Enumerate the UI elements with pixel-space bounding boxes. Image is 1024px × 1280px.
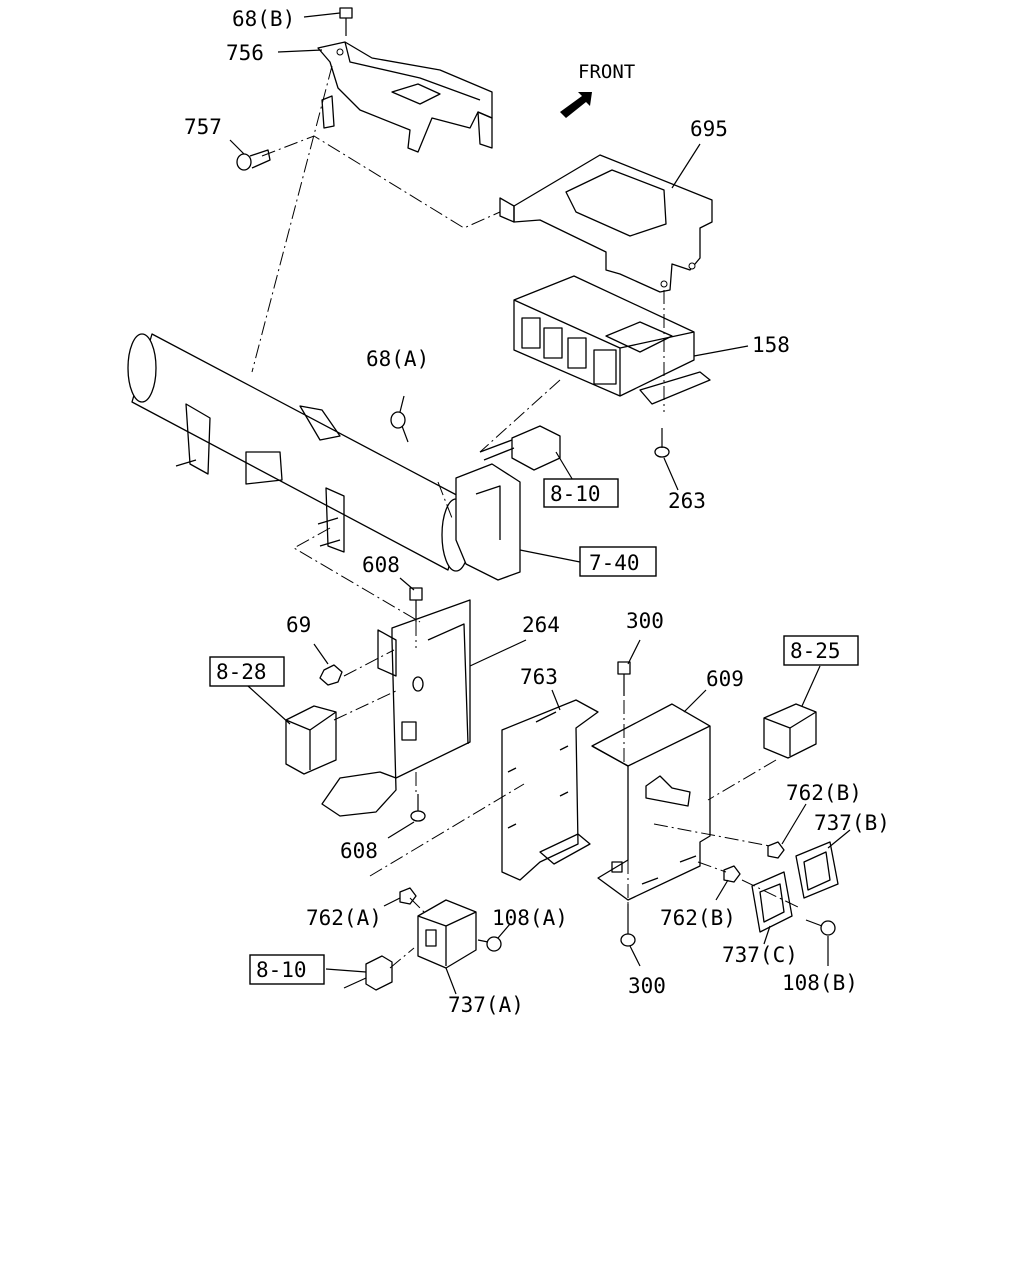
callout-763: 763 bbox=[520, 665, 558, 689]
relay-unit bbox=[285, 705, 337, 775]
relay-737c bbox=[751, 871, 793, 933]
connector-upper bbox=[479, 425, 561, 471]
bracket-695 bbox=[499, 154, 713, 293]
screw-263-icon bbox=[654, 428, 670, 458]
screw-set-icon bbox=[641, 855, 697, 885]
bolt-300b-icon bbox=[620, 904, 636, 947]
callout-737c: 737(C) bbox=[722, 943, 798, 967]
callout-737b: 737(B) bbox=[814, 811, 890, 835]
bracket-264 bbox=[321, 599, 471, 817]
clip-762b-upper-icon bbox=[767, 841, 785, 859]
phantom-lines bbox=[251, 65, 801, 969]
bolt-108a-icon bbox=[477, 936, 502, 952]
callout-300-bottom: 300 bbox=[628, 974, 666, 998]
callout-264: 264 bbox=[522, 613, 560, 637]
steering-column-part bbox=[455, 463, 521, 581]
callout-300-top: 300 bbox=[626, 609, 664, 633]
callout-695: 695 bbox=[690, 117, 728, 141]
bracket-763 bbox=[501, 699, 599, 881]
reference-box-7-40[interactable]: 7-40 bbox=[579, 546, 657, 577]
callout-757: 757 bbox=[184, 115, 222, 139]
nut-69-icon bbox=[319, 664, 343, 686]
direction-label: FRONT bbox=[578, 61, 635, 83]
control-unit-158 bbox=[513, 275, 711, 405]
callout-263: 263 bbox=[668, 489, 706, 513]
bracket-756 bbox=[317, 41, 493, 153]
bolt-757-icon bbox=[236, 149, 271, 171]
reference-box-8-10-upper[interactable]: 8-10 bbox=[543, 478, 619, 508]
reference-box-8-25[interactable]: 8-25 bbox=[783, 635, 859, 666]
callout-108b: 108(B) bbox=[782, 971, 858, 995]
callout-158: 158 bbox=[752, 333, 790, 357]
reference-label: 8-25 bbox=[790, 639, 841, 663]
callout-737a: 737(A) bbox=[448, 993, 524, 1017]
callout-762b-upper: 762(B) bbox=[786, 781, 862, 805]
relay-737b bbox=[795, 841, 839, 899]
bolt-608b-icon bbox=[410, 794, 426, 822]
bolt-300a-icon bbox=[617, 661, 631, 696]
connector-lower bbox=[343, 955, 393, 991]
reference-label: 8-10 bbox=[550, 482, 601, 506]
callout-762a: 762(A) bbox=[306, 906, 382, 930]
bracket-609 bbox=[591, 703, 711, 901]
reference-label: 8-10 bbox=[256, 958, 307, 982]
bolt-68a-icon bbox=[390, 411, 409, 443]
bolt-108b-icon bbox=[805, 919, 836, 936]
clip-762b-lower-icon bbox=[723, 865, 741, 883]
reference-label: 8-28 bbox=[216, 660, 267, 684]
bolt-608a-icon bbox=[409, 587, 423, 622]
module-8-25 bbox=[763, 703, 817, 759]
callout-69: 69 bbox=[286, 613, 311, 637]
callout-609: 609 bbox=[706, 667, 744, 691]
relay-737a bbox=[417, 899, 477, 969]
leader-lines bbox=[229, 12, 851, 995]
bolt-68b-icon bbox=[339, 7, 353, 36]
callout-608-top: 608 bbox=[362, 553, 400, 577]
callout-68b: 68(B) bbox=[232, 7, 295, 31]
callout-108a: 108(A) bbox=[492, 906, 568, 930]
reference-box-8-28[interactable]: 8-28 bbox=[209, 656, 285, 687]
callout-756: 756 bbox=[226, 41, 264, 65]
reference-label: 7-40 bbox=[589, 551, 640, 575]
callout-608-bottom: 608 bbox=[340, 839, 378, 863]
callout-68a: 68(A) bbox=[366, 347, 429, 371]
front-arrow-icon bbox=[560, 92, 592, 118]
reference-box-8-10-lower[interactable]: 8-10 bbox=[249, 954, 325, 985]
callout-762b-lower: 762(B) bbox=[660, 906, 736, 930]
